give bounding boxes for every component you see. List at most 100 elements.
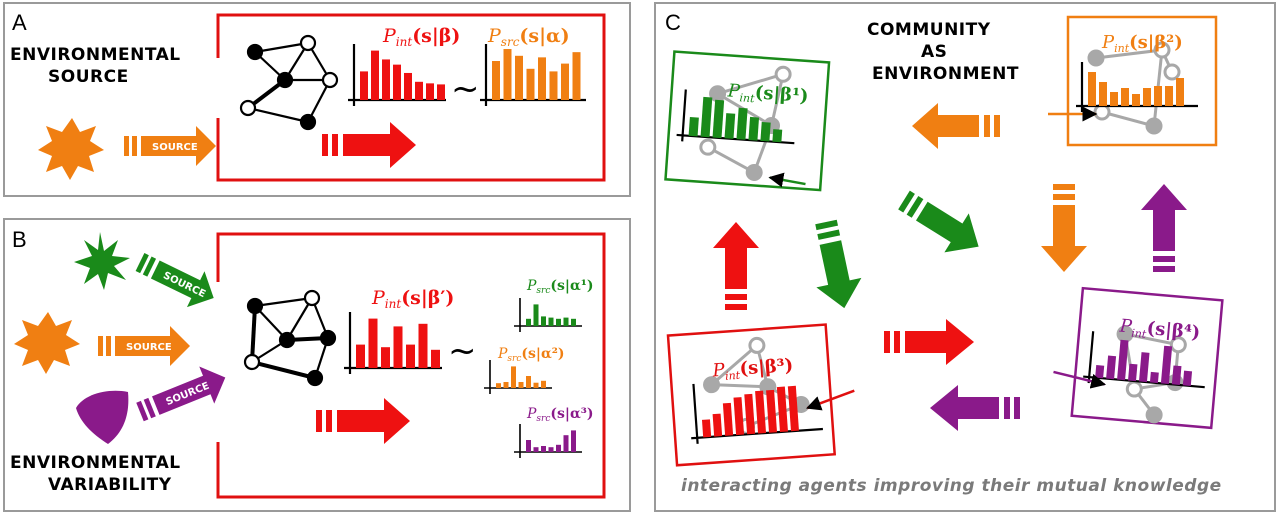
histogram-src-a [480, 44, 586, 106]
output-arrow-b [316, 398, 410, 444]
hist-a-src-bar [503, 49, 512, 100]
source-arrow-b3: SOURCE [136, 366, 226, 422]
hist-c3-axes [691, 383, 823, 444]
hist-c2-bar [1165, 86, 1173, 106]
hist-c4-bar [1149, 371, 1159, 384]
histogram-int-a [348, 44, 446, 106]
hist-c3-bar [766, 389, 778, 433]
hist-b-src3-bar [571, 430, 576, 452]
panel-b-letter: B [12, 227, 27, 252]
agent-orange-histogram [1076, 62, 1198, 112]
arrow-green-down [815, 219, 862, 309]
hist-c4-bar [1138, 352, 1150, 383]
agent-frame-b [216, 232, 606, 499]
hist-c2-bar [1176, 78, 1184, 106]
hist-c3-bar [744, 393, 756, 435]
hist-c3-bar [733, 397, 745, 436]
arrow-orange-down [1041, 184, 1087, 272]
source-arrow-b2: SOURCE [98, 326, 190, 366]
output-arrow-a [322, 122, 416, 168]
panel-a: A ENVIRONMENTAL SOURCE SOURCE [3, 2, 631, 197]
p-int-label-b: Pint(s|β′) [371, 287, 454, 311]
panel-c: C COMMUNITY AS ENVIRONMENT Pint(s|β¹) [654, 2, 1276, 512]
hist-a-src-bar [492, 61, 500, 100]
panel-b: B ENVIRONMENTAL VARIABILITY SOURCE SOURC… [3, 218, 631, 512]
hist-c3-bar [787, 385, 799, 432]
hist-b-src1-bar [548, 317, 554, 326]
hist-a-int-bar [415, 81, 423, 100]
hist-c1-bar [700, 96, 713, 138]
hist-b-src2-bar [533, 382, 539, 388]
hist-c4-bar [1106, 355, 1117, 380]
hist-b-int-bar [356, 344, 365, 368]
panel-a-letter: A [12, 10, 27, 35]
histogram-src-b1 [514, 298, 582, 332]
hist-c2-bar [1110, 92, 1118, 106]
network-a [239, 34, 339, 131]
tilde-b: ~ [448, 331, 477, 371]
p-src-label-b3: Psrc(s|α³) [526, 406, 594, 424]
hist-b-src2-bar [511, 366, 516, 388]
hist-b-src3-bar [563, 435, 569, 452]
hist-b-src2-bar [541, 380, 546, 388]
source-arrow-a: SOURCE [124, 126, 216, 166]
panel-c-title-line2: AS [921, 42, 947, 62]
hist-c2-bar [1088, 72, 1096, 106]
agent-red-p-label: Pint(s|β³) [711, 355, 794, 384]
hist-b-src2-bar [503, 382, 509, 388]
hist-b-src1-bar [541, 316, 546, 326]
hist-b-src2-bar [496, 383, 501, 388]
hist-c2-bar [1121, 88, 1129, 106]
hist-a-int-bar [426, 83, 434, 100]
hist-c1-bar [736, 107, 748, 140]
hist-c4-bar [1095, 365, 1105, 379]
arrow-green-diag [898, 190, 979, 253]
hist-b-int-bar [406, 344, 415, 368]
network-b [243, 289, 337, 387]
source-splat-icon [38, 118, 104, 180]
p-src-label-b1: Psrc(s|α¹) [526, 278, 594, 296]
hist-b-src1-bar [556, 318, 561, 326]
hist-a-int-bar [437, 84, 445, 100]
hist-a-src-bar [526, 68, 535, 100]
panel-a-title-line1: ENVIRONMENTAL [10, 45, 181, 65]
hist-a-src-bar [561, 63, 569, 100]
hist-c1-bar [760, 121, 771, 142]
hist-b-src2-bar [526, 376, 531, 388]
panel-b-title-line1: ENVIRONMENTAL [10, 453, 181, 473]
hist-b-src3-bar [526, 440, 531, 452]
hist-b-src3-bar [548, 447, 554, 452]
agent-orange-p-label: Pint(s|β²) [1101, 32, 1183, 55]
hist-c1-bar [688, 116, 699, 137]
agent-red-histogram [691, 383, 823, 444]
hist-b-src1-axes [514, 298, 582, 332]
hist-b-src2-bar [518, 382, 524, 388]
hist-a-int-bar [360, 71, 368, 100]
panel-a-border [3, 2, 631, 197]
panel-c-letter: C [665, 10, 681, 35]
arrow-orange-left [912, 103, 1000, 149]
agent-red-frame [666, 323, 837, 467]
histogram-int-b [344, 312, 442, 374]
hist-c3-bar [701, 419, 712, 438]
hist-b-src2-axes [484, 360, 552, 394]
hist-b-int-bar [418, 323, 428, 368]
tilde-a: ~ [451, 69, 480, 109]
source-star-icon [74, 232, 130, 290]
hist-c3-bar [776, 386, 788, 433]
arrow-purple-left [930, 385, 1020, 431]
source-arrow-b1: SOURCE [135, 253, 214, 308]
hist-c1-bar [724, 113, 736, 139]
source-label-a: SOURCE [152, 142, 198, 153]
hist-c4-bar [1160, 345, 1173, 385]
agent-purple: Pint(s|β⁴) [1053, 286, 1224, 430]
hist-b-src3-bar [541, 446, 546, 452]
panel-c-border [654, 2, 1276, 512]
agent-green-histogram [676, 89, 795, 145]
hist-a-src-bar [549, 71, 558, 100]
hist-c2-bar [1099, 82, 1107, 106]
hist-c3-bar [722, 402, 734, 436]
hist-a-int-bar [382, 59, 390, 100]
p-src-label-b2: Psrc(s|α²) [497, 346, 565, 364]
